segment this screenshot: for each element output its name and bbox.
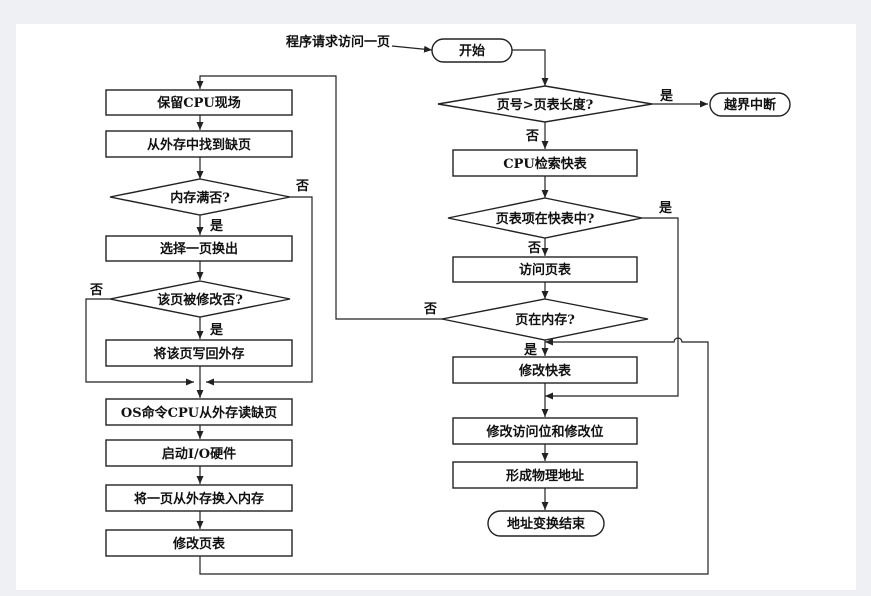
node-swap-in: 将一页从外存换入内存 — [105, 484, 293, 512]
node-end: 地址变换结束 — [487, 510, 605, 537]
label-modified-yes: 是 — [209, 323, 224, 338]
node-os-read: OS命令CPU从外存读缺页 — [105, 398, 293, 426]
edge-start-check — [512, 49, 549, 86]
node-write-back: 将该页写回外存 — [105, 339, 293, 367]
node-save-cpu: 保留CPU现场 — [105, 89, 293, 116]
node-end-label: 地址变换结束 — [507, 516, 586, 532]
label-full-yes: 是 — [209, 219, 224, 234]
label-full-no: 否 — [295, 179, 309, 194]
node-page-modified-label: 该页被修改否? — [157, 292, 243, 308]
entry-note: 程序请求访问一页 — [286, 34, 390, 50]
node-search-tlb: CPU检索快表 — [452, 149, 638, 177]
node-physical-address: 形成物理地址 — [452, 461, 638, 489]
node-write-back-label: 将该页写回外存 — [153, 346, 244, 362]
node-out-of-bounds: 越界中断 — [709, 92, 791, 117]
edge-inmem-no — [196, 75, 443, 320]
label-inmem-no: 否 — [423, 302, 437, 317]
label-inmem-yes: 是 — [523, 343, 538, 358]
node-update-page-table-label: 修改页表 — [172, 536, 226, 552]
node-out-of-bounds-label: 越界中断 — [723, 97, 776, 113]
node-swap-in-label: 将一页从外存换入内存 — [134, 491, 264, 507]
node-save-cpu-label: 保留CPU现场 — [156, 95, 240, 111]
connectors — [85, 45, 709, 575]
node-update-tlb-label: 修改快表 — [518, 363, 572, 379]
label-intlb-yes: 是 — [658, 201, 673, 216]
edge-pt-updtlb — [199, 337, 709, 575]
label-modified-no: 否 — [89, 283, 103, 298]
node-in-tlb-label: 页表项在快表中? — [496, 211, 595, 227]
edge-modified-no — [85, 298, 194, 386]
edge-intlb-yes — [545, 217, 679, 400]
node-search-tlb-label: CPU检索快表 — [503, 156, 587, 172]
node-memory-full: 内存满否? — [109, 178, 291, 216]
label-check-yes: 是 — [659, 89, 674, 104]
node-memory-full-label: 内存满否? — [170, 190, 230, 206]
edge-full-no — [206, 196, 313, 386]
node-check-page-number-label: 页号>页表长度? — [497, 97, 594, 113]
node-select-page-label: 选择一页换出 — [160, 241, 238, 257]
node-access-page-table: 访问页表 — [452, 256, 638, 283]
node-find-missing-page: 从外存中找到缺页 — [105, 130, 293, 158]
node-select-page: 选择一页换出 — [105, 235, 293, 262]
node-update-tlb: 修改快表 — [452, 356, 638, 384]
node-check-page-number: 页号>页表长度? — [437, 85, 653, 123]
node-find-missing-page-label: 从外存中找到缺页 — [147, 137, 251, 153]
node-start-label: 开始 — [459, 43, 485, 59]
edge-entry — [391, 45, 433, 53]
node-in-memory-label: 页在内存? — [515, 312, 575, 328]
node-update-bits: 修改访问位和修改位 — [452, 417, 638, 445]
node-os-read-label: OS命令CPU从外存读缺页 — [121, 405, 277, 421]
node-update-bits-label: 修改访问位和修改位 — [485, 424, 603, 440]
node-update-page-table: 修改页表 — [105, 529, 293, 557]
label-intlb-no: 否 — [527, 241, 541, 256]
node-page-modified: 该页被修改否? — [109, 280, 291, 318]
node-start-io-label: 启动I/O硬件 — [162, 446, 236, 462]
node-in-memory: 页在内存? — [441, 298, 649, 341]
node-access-page-table-label: 访问页表 — [519, 262, 572, 278]
node-start: 开始 — [431, 38, 513, 63]
node-physical-address-label: 形成物理地址 — [506, 468, 584, 484]
node-start-io: 启动I/O硬件 — [105, 439, 293, 467]
node-in-tlb: 页表项在快表中? — [447, 197, 643, 239]
label-check-no: 否 — [525, 129, 539, 144]
